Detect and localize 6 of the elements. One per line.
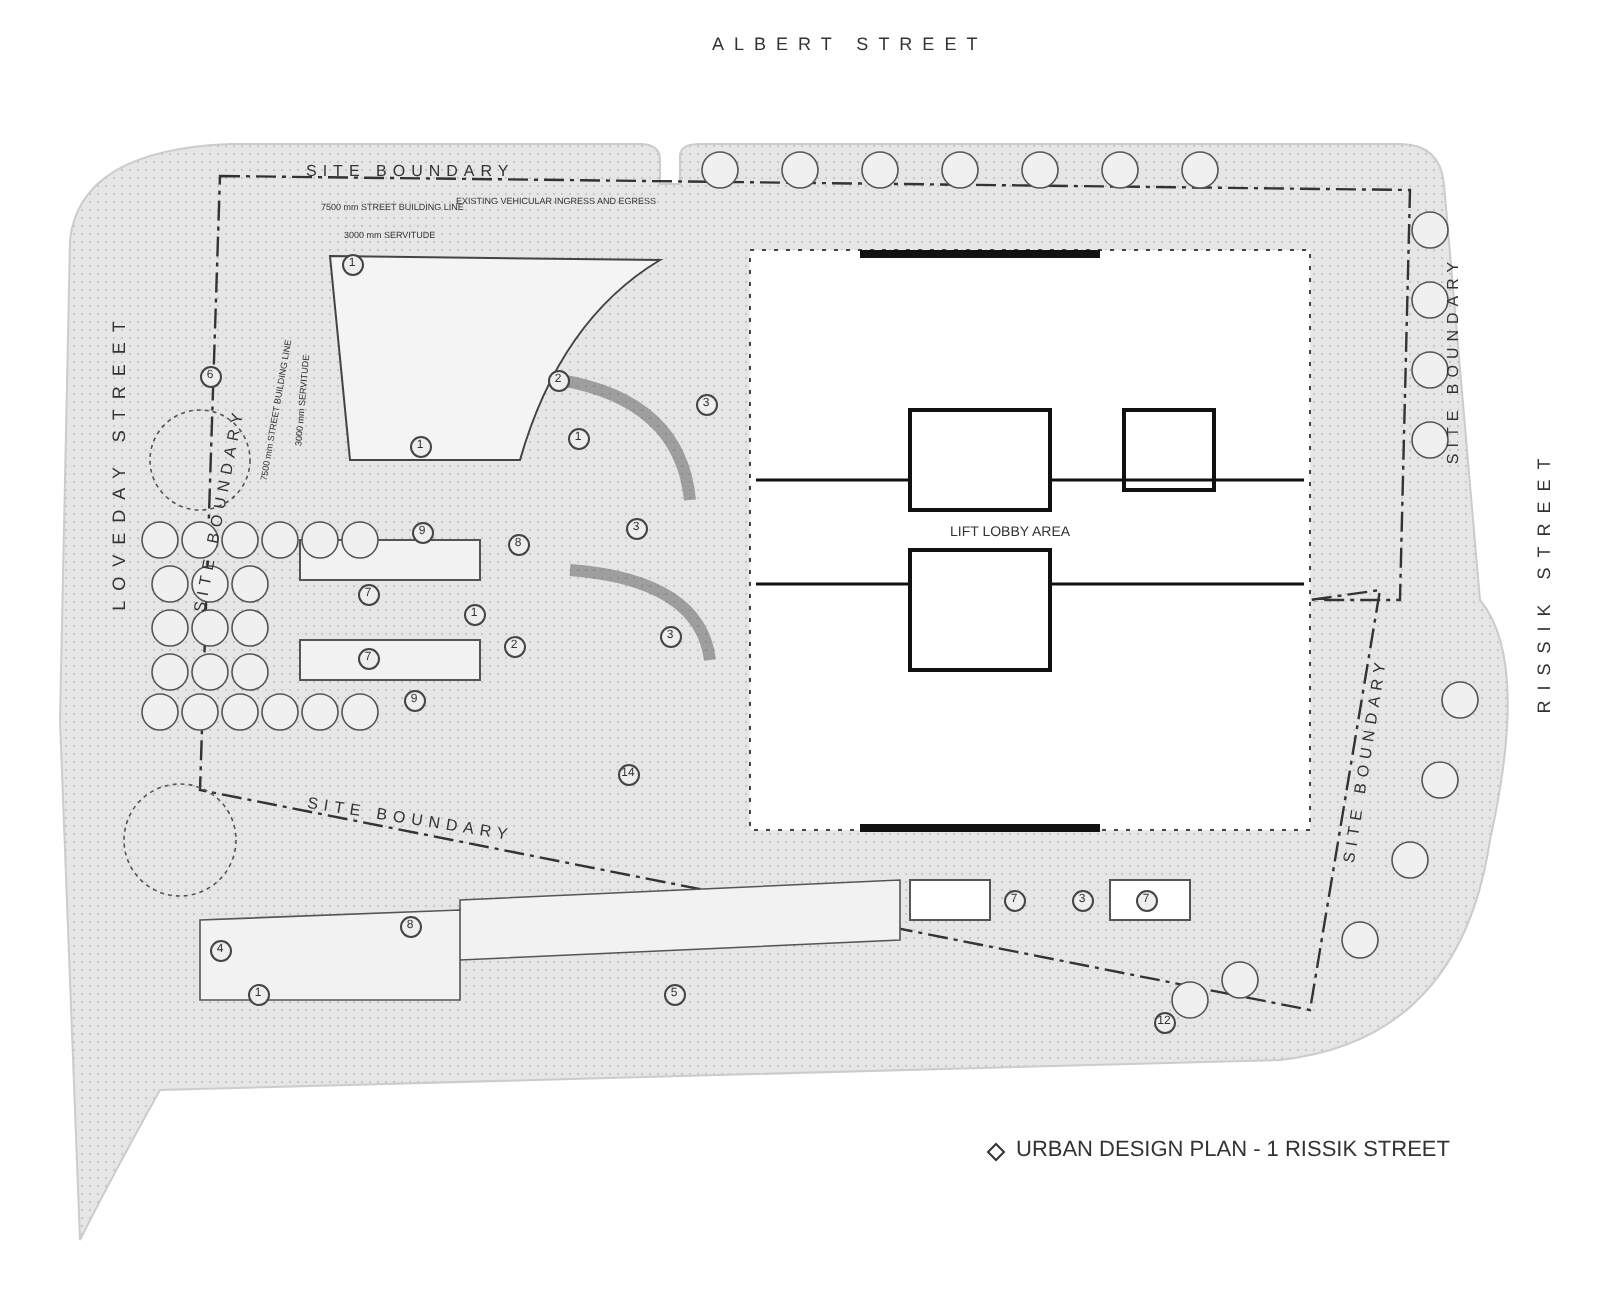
street-name: LOVEDAY STREET	[110, 310, 129, 610]
street-name: RISSIK STREET	[1534, 447, 1553, 713]
boundary-label: SITE BOUNDARY	[306, 164, 515, 180]
street-name: ALBERT STREET	[712, 35, 988, 53]
plan-title: URBAN DESIGN PLAN - 1 RISSIK STREET	[1016, 1138, 1450, 1162]
boundary-label: SITE BOUNDARY	[1446, 255, 1463, 465]
